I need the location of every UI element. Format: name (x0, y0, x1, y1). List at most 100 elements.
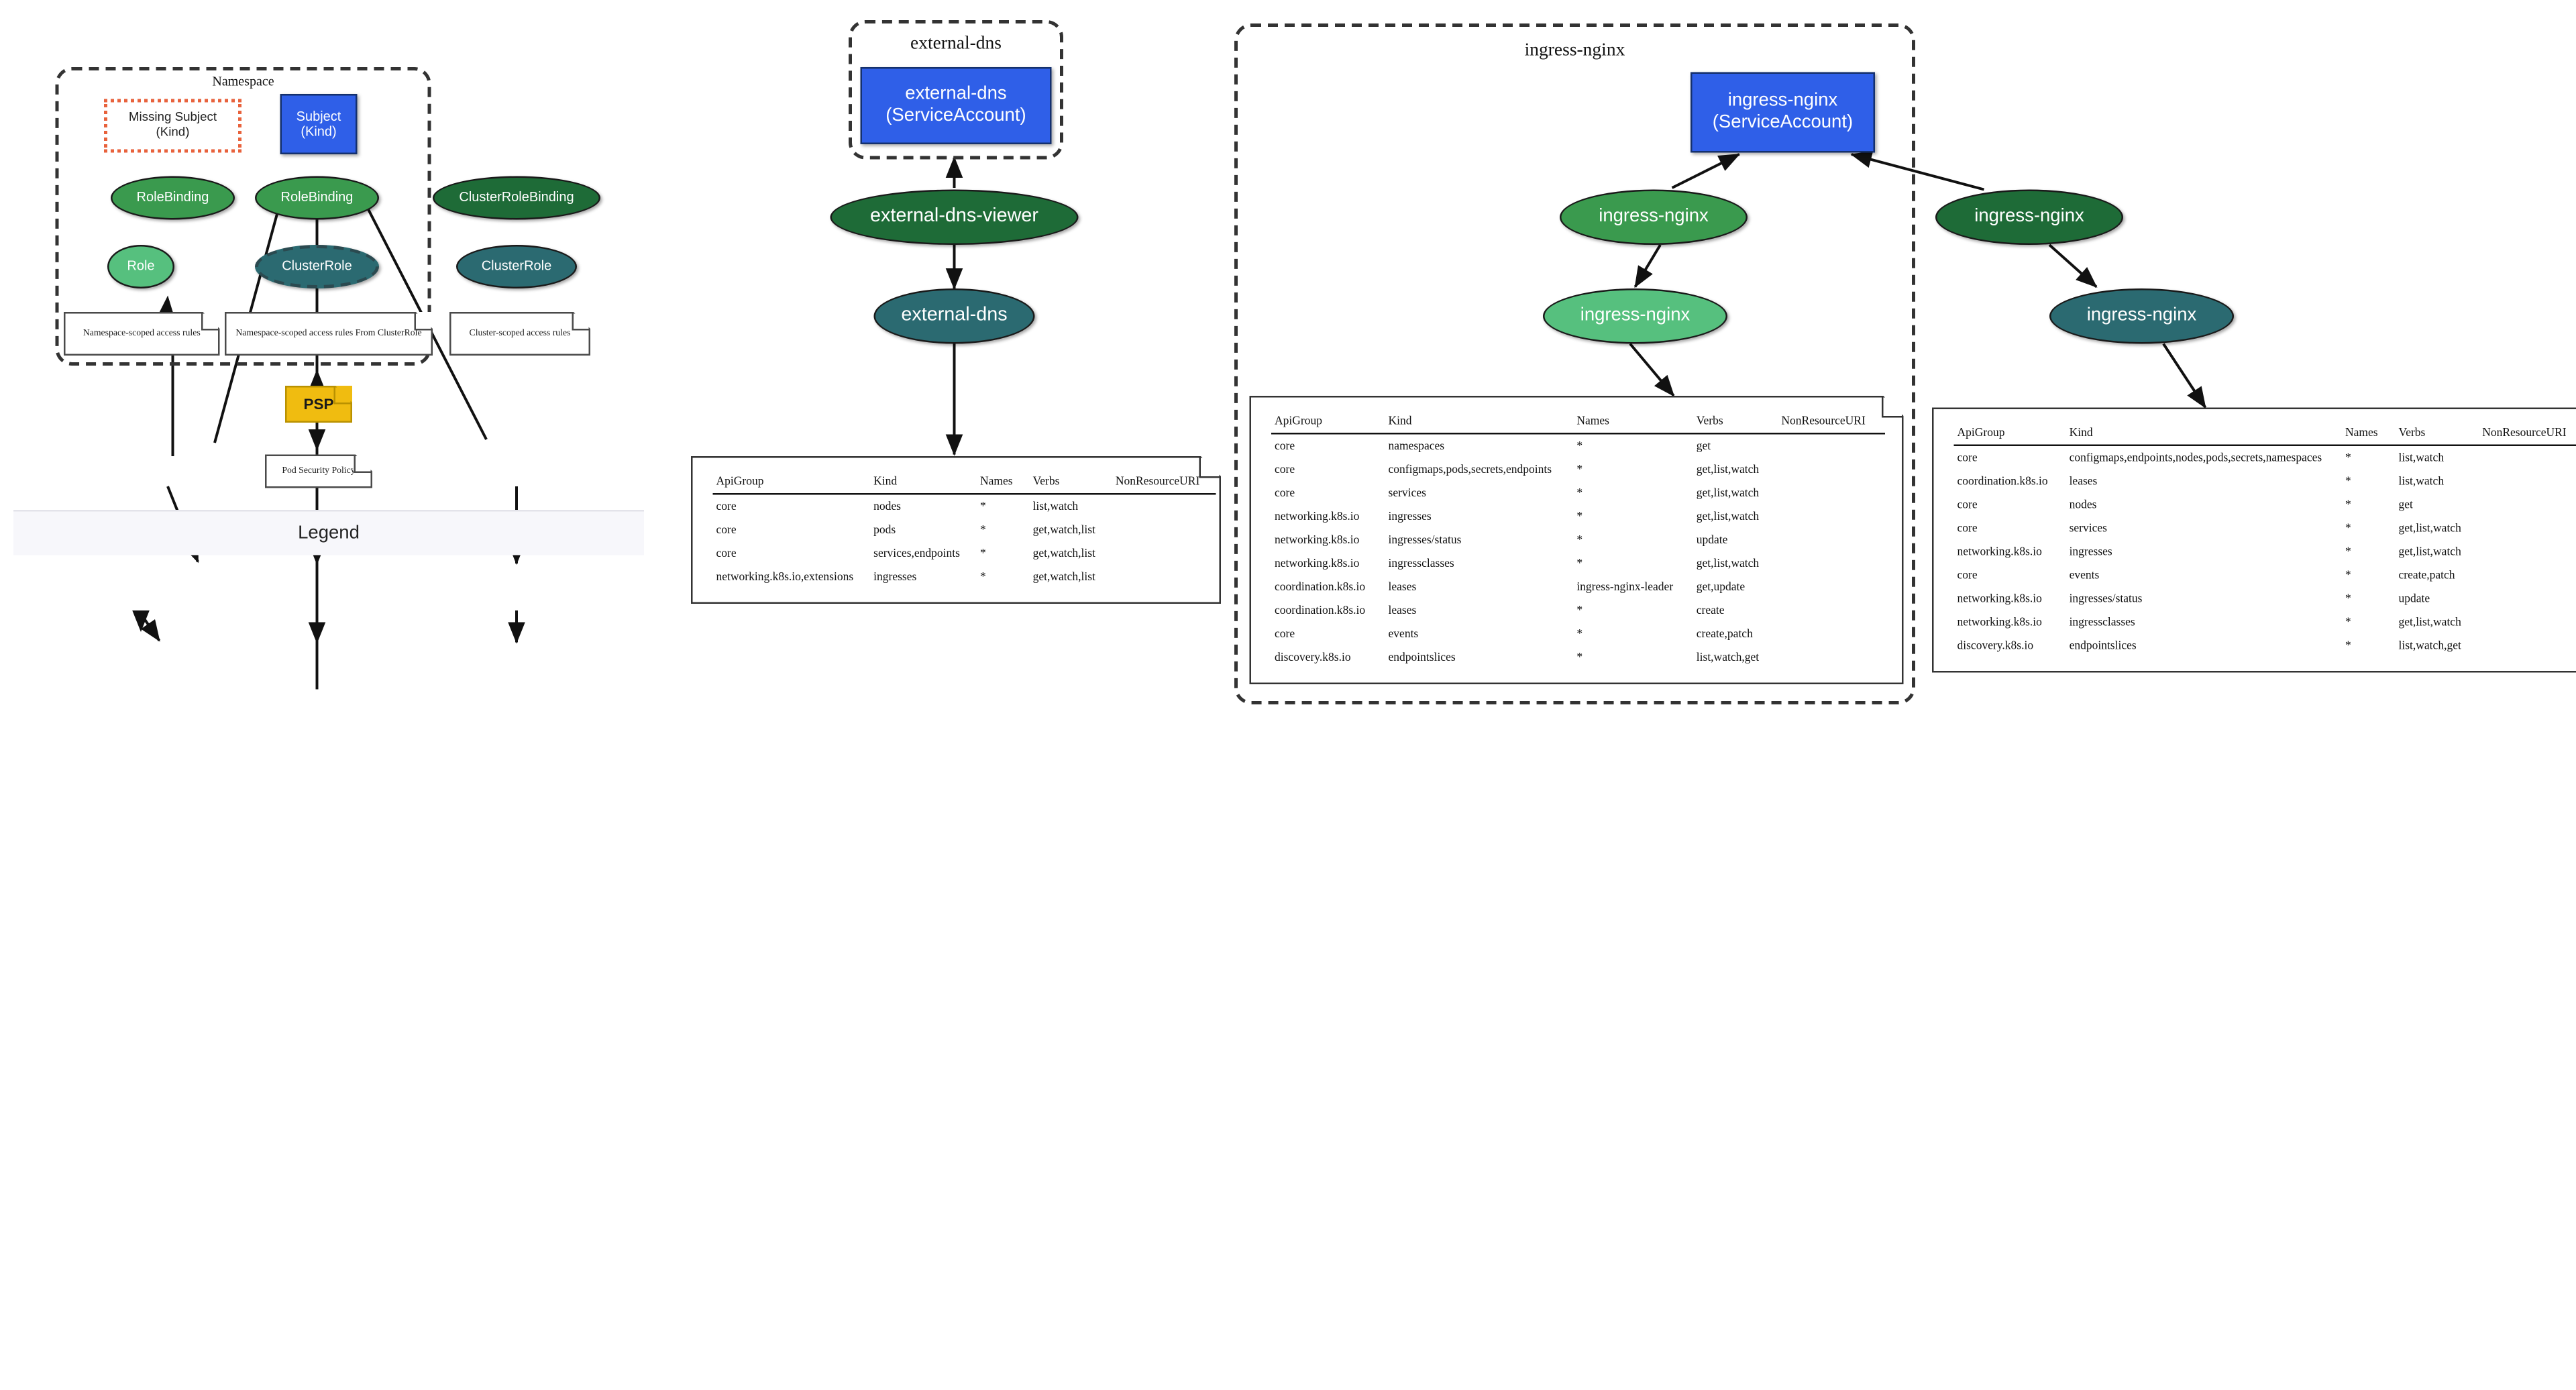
th-names: Names (977, 472, 1030, 494)
external-dns-serviceaccount-node[interactable]: external-dns (ServiceAccount) (861, 67, 1052, 144)
table-cell: * (1573, 529, 1693, 552)
table-cell (1778, 482, 1885, 505)
table-cell: leases (1385, 576, 1574, 599)
table-cell (2479, 634, 2576, 657)
ingress-nginx-rolebinding-node[interactable]: ingress-nginx (1560, 190, 1748, 246)
ingress-nginx-clusterrolebinding-node[interactable]: ingress-nginx (1935, 190, 2123, 246)
ingress-nginx-clusterrole-node[interactable]: ingress-nginx (2049, 288, 2234, 344)
rolebinding-mid-label: RoleBinding (281, 191, 354, 206)
table-cell: create (1693, 599, 1778, 623)
external-dns-table: ApiGroup Kind Names Verbs NonResourceURI… (713, 472, 1217, 589)
table-cell: core (1271, 623, 1385, 646)
th-kind: Kind (1385, 411, 1574, 434)
table-cell: nodes (2066, 493, 2342, 517)
table-cell (1778, 623, 1885, 646)
role-label: Role (127, 259, 154, 274)
psp-node[interactable]: PSP (285, 386, 352, 423)
table-cell: * (1573, 505, 1693, 529)
ingress-nginx-role-node[interactable]: ingress-nginx (1543, 288, 1727, 344)
table-cell: namespaces (1385, 433, 1574, 458)
clusterrole-mid-node[interactable]: ClusterRole (255, 245, 379, 288)
table-cell: networking.k8s.io (1954, 540, 2066, 564)
table-cell (2479, 470, 2576, 493)
ingress-nginx-cluster-title: ingress-nginx (1234, 40, 1915, 60)
subject-label-line1: Subject (297, 109, 341, 124)
rolebinding-left-node[interactable]: RoleBinding (111, 176, 235, 220)
rolebinding-mid-node[interactable]: RoleBinding (255, 176, 379, 220)
table-cell: get,list,watch (2396, 610, 2479, 634)
table-header-row: ApiGroup Kind Names Verbs NonResourceURI (713, 472, 1217, 494)
table-cell (1112, 519, 1216, 542)
external-dns-permissions-table: ApiGroup Kind Names Verbs NonResourceURI… (691, 456, 1221, 604)
table-cell: core (713, 519, 871, 542)
table-cell: * (2342, 493, 2396, 517)
th-names: Names (1573, 411, 1693, 434)
table-cell: * (2342, 470, 2396, 493)
note-cluster-scoped-rules-label: Cluster-scoped access rules (470, 329, 571, 339)
table-cell: ingresses (1385, 505, 1574, 529)
th-verbs: Verbs (1693, 411, 1778, 434)
th-nonresourceuri: NonResourceURI (2479, 423, 2576, 445)
table-cell: * (2342, 634, 2396, 657)
th-nonresourceuri: NonResourceURI (1778, 411, 1885, 434)
table-cell: coordination.k8s.io (1271, 576, 1385, 599)
table-cell: list,watch (2396, 445, 2479, 470)
table-cell: list,watch (1030, 494, 1112, 518)
table-cell (2479, 445, 2576, 470)
ingress-nginx-sa-line1: ingress-nginx (1728, 91, 1838, 113)
table-cell: * (2342, 610, 2396, 634)
table-cell: services,endpoints (870, 542, 977, 566)
table-cell: * (977, 519, 1030, 542)
ingress-nginx-ns-table: ApiGroup Kind Names Verbs NonResourceURI… (1271, 411, 1885, 670)
external-dns-viewer-binding-node[interactable]: external-dns-viewer (830, 190, 1079, 246)
missing-subject-node: Missing Subject (Kind) (104, 99, 241, 153)
table-cell: * (1573, 458, 1693, 482)
table-cell: networking.k8s.io (1271, 552, 1385, 576)
table-cell: * (977, 542, 1030, 566)
table-cell: pods (870, 519, 977, 542)
clusterrolebinding-node[interactable]: ClusterRoleBinding (433, 176, 600, 220)
table-cell: get,list,watch (1693, 482, 1778, 505)
ingress-nginx-serviceaccount-node[interactable]: ingress-nginx (ServiceAccount) (1690, 72, 1875, 153)
note-ns-scoped-from-clusterrole-label: Namespace-scoped access rules From Clust… (235, 329, 421, 339)
table-cell: core (713, 542, 871, 566)
table-cell: ingresses/status (1385, 529, 1574, 552)
table-cell: create,patch (1693, 623, 1778, 646)
external-dns-role-node[interactable]: external-dns (874, 288, 1035, 344)
role-node[interactable]: Role (107, 245, 174, 288)
table-cell (1778, 505, 1885, 529)
external-dns-role-label: external-dns (901, 305, 1007, 327)
table-cell: discovery.k8s.io (1954, 634, 2066, 657)
table-cell: core (1954, 517, 2066, 540)
legend-bar: Legend (13, 512, 644, 555)
th-apigroup: ApiGroup (713, 472, 871, 494)
external-dns-sa-line2: (ServiceAccount) (885, 106, 1026, 127)
table-cell: * (2342, 587, 2396, 610)
table-cell: get,watch,list (1030, 566, 1112, 589)
clusterrole-right-node[interactable]: ClusterRole (456, 245, 577, 288)
table-cell (2479, 517, 2576, 540)
table-cell (1112, 542, 1216, 566)
table-cell (2479, 493, 2576, 517)
table-cell: networking.k8s.io,extensions (713, 566, 871, 589)
table-cell: * (1573, 646, 1693, 670)
table-cell: services (2066, 517, 2342, 540)
th-kind: Kind (2066, 423, 2342, 445)
th-apigroup: ApiGroup (1954, 423, 2066, 445)
ingress-nginx-crb-label: ingress-nginx (1974, 207, 2084, 228)
ingress-nginx-sa-line2: (ServiceAccount) (1713, 113, 1853, 134)
table-cell: events (1385, 623, 1574, 646)
rolebinding-left-label: RoleBinding (137, 191, 209, 206)
subject-node[interactable]: Subject (Kind) (280, 94, 358, 154)
clusterrole-mid-label: ClusterRole (282, 259, 352, 274)
table-cell: get,watch,list (1030, 519, 1112, 542)
